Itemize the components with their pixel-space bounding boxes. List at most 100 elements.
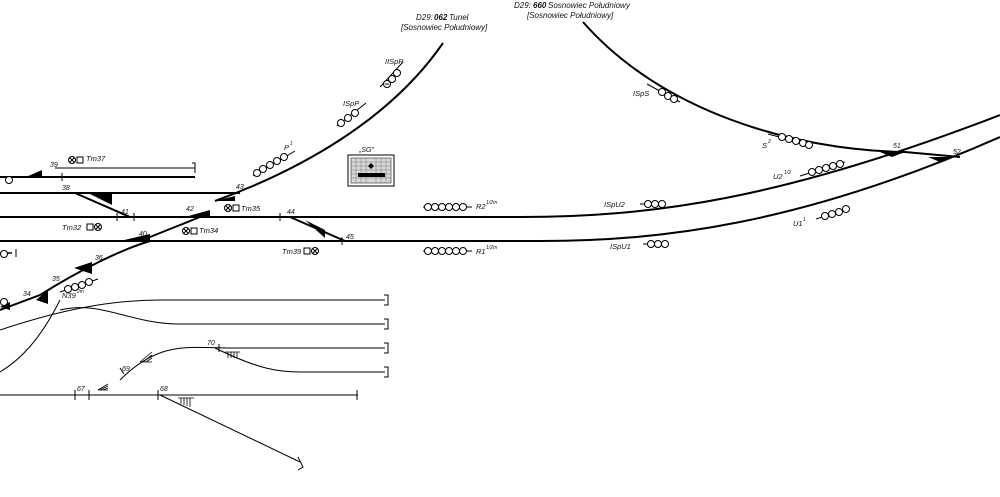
station-name: Tunel <box>449 13 469 22</box>
label-N39-sup: 2m <box>76 289 84 295</box>
frog-39 <box>26 170 42 177</box>
signal-IISpP <box>379 61 404 88</box>
switch-number: 69 <box>122 366 130 373</box>
label-Tm37: Tm37 <box>86 154 106 163</box>
frog-40 <box>120 234 150 241</box>
track-upper-main <box>0 114 1000 218</box>
switch-number: 40 <box>139 231 147 238</box>
label-IISpP: IISpP <box>385 57 403 66</box>
signal-ISpU2 <box>640 200 666 208</box>
label-N39: N39 <box>62 291 77 300</box>
label-Tm39: Tm39 <box>282 247 302 256</box>
label-P-sup: 1 <box>290 141 293 147</box>
frog-44 <box>305 220 325 238</box>
signal-Tm39 <box>303 247 319 255</box>
switch-number: 35 <box>52 276 60 283</box>
signal-R2 <box>423 203 472 211</box>
signal-Tm34 <box>182 227 198 235</box>
frog-left <box>0 302 10 310</box>
label-U2-sup: 1/2 <box>784 170 791 176</box>
track-cross-38-41 <box>74 192 131 218</box>
buffer-stop <box>192 162 196 173</box>
hatch-67 <box>97 383 109 391</box>
main-tracks <box>0 21 1000 311</box>
signal-ISpP <box>336 102 367 127</box>
buffer-stop <box>384 342 389 354</box>
siding-1 <box>0 299 385 331</box>
buffer-stops <box>192 162 389 471</box>
signal-box-sg: „SG" <box>347 147 395 187</box>
switch-number: 38 <box>62 185 70 192</box>
frog-34 <box>36 290 48 304</box>
signal-N39 <box>59 278 99 293</box>
track-curve-sosnowiec <box>582 21 961 158</box>
switch-number: 44 <box>287 209 295 216</box>
signal-U1 <box>815 205 851 220</box>
label-Tm34: Tm34 <box>199 226 218 235</box>
signal-ISpS <box>646 83 681 103</box>
switch-number: 52 <box>953 149 961 156</box>
switch-number: 67 <box>77 386 86 393</box>
station-line-code: D29: <box>416 13 433 22</box>
label-S-sup: 2 <box>767 139 771 145</box>
buffer-stop <box>297 456 304 471</box>
switch-number: 36 <box>95 255 103 262</box>
shunt-signals <box>68 156 319 255</box>
buffer-stop <box>384 294 389 306</box>
siding-3 <box>0 299 61 373</box>
station-line-code: D29: <box>514 1 531 10</box>
switch-number: 51 <box>893 143 901 150</box>
station-header-tunel: D29: 062 Tunel [Sosnowiec Południowy] <box>400 13 488 32</box>
signal-left-edge <box>0 176 13 306</box>
insulation-ticks <box>15 173 343 400</box>
signal-Tm32 <box>86 223 102 231</box>
label-Tm32: Tm32 <box>62 223 82 232</box>
switch-number: 70 <box>207 340 215 347</box>
signal-box-bar <box>358 173 385 177</box>
hatch-70 <box>225 351 240 358</box>
hatch-69 <box>139 351 153 363</box>
switch-number: 34 <box>23 291 31 298</box>
signal-ISpU1 <box>643 240 669 248</box>
switch-number: 42 <box>186 206 194 213</box>
label-ISpP: ISpP <box>343 99 359 108</box>
label-ISpS: ISpS <box>633 89 649 98</box>
signal-labels: IISpP ISpP P 1 ISpS S 2 U2 1/2 U1 1 R2 1… <box>62 57 806 300</box>
signal-Tm35 <box>224 204 240 212</box>
siding-7 <box>159 394 301 463</box>
signals <box>0 61 851 306</box>
station-number: 062 <box>434 13 448 22</box>
switch-numbers: 39 38 41 42 43 40 36 35 34 44 45 51 52 6… <box>23 143 961 393</box>
station-sub: [Sosnowiec Południowy] <box>526 11 614 20</box>
switch-number: 68 <box>160 386 168 393</box>
signal-P1 <box>252 150 296 177</box>
switch-number: 39 <box>50 162 58 169</box>
label-P: P <box>284 143 289 152</box>
label-R2-sup: 1/2m <box>486 200 497 206</box>
label-R1: R1 <box>476 247 486 256</box>
signal-box-label: „SG" <box>358 147 374 154</box>
label-ISpU2: ISpU2 <box>604 200 626 209</box>
station-name: Sosnowiec Południowy <box>548 1 631 10</box>
track-lower-left-curve <box>0 240 151 311</box>
label-U1: U1 <box>793 219 803 228</box>
frog-52 <box>928 157 950 162</box>
station-sub: [Sosnowiec Południowy] <box>400 23 488 32</box>
signal-U2 <box>799 160 846 177</box>
switch-number: 41 <box>121 209 129 216</box>
siding-5 <box>214 347 385 373</box>
frog-43 <box>215 196 235 201</box>
siding-4 <box>119 346 385 381</box>
track-lower-main <box>0 136 1000 242</box>
label-U2: U2 <box>773 172 783 181</box>
label-R1-sup: 1/2m <box>486 245 497 251</box>
switch-frogs <box>0 152 950 310</box>
station-number: 660 <box>533 1 547 10</box>
siding-tracks <box>0 167 385 463</box>
frog-42 <box>185 210 210 217</box>
signal-S2 <box>767 133 814 149</box>
buffer-stop <box>384 318 389 330</box>
hatch-68 <box>178 397 194 407</box>
signal-box-diamond <box>368 163 374 169</box>
